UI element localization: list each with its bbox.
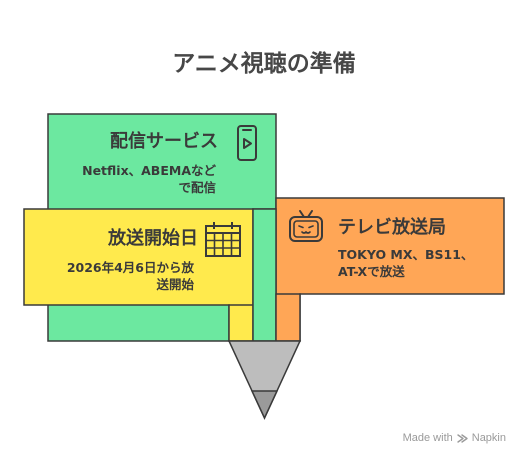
pencil-tip — [227, 340, 302, 420]
broadcast-start-card-desc: 2026年4月6日から放 送開始 — [34, 259, 194, 293]
pencil-strip-green — [252, 208, 277, 342]
broadcast-start-card-desc-line1: 2026年4月6日から放 — [66, 260, 194, 275]
pencil-strip-yellow — [228, 304, 254, 342]
tv-icon — [289, 210, 323, 242]
tv-station-card-title: テレビ放送局 — [338, 217, 446, 238]
streaming-card-desc: Netflix、ABEMAなど で配信 — [56, 162, 216, 196]
watermark-brand: Napkin — [471, 432, 506, 444]
broadcast-start-card-desc-line2: 送開始 — [156, 277, 194, 292]
napkin-logo-icon — [457, 433, 468, 443]
streaming-card-desc-line2: で配信 — [178, 180, 216, 195]
broadcast-start-card-title: 放送開始日 — [108, 228, 198, 249]
page-title: アニメ視聴の準備 — [172, 51, 356, 77]
made-with-napkin-watermark: Made with Napkin — [403, 432, 506, 444]
smartphone-play-icon — [237, 125, 257, 161]
tv-station-card-desc-line2: AT-Xで放送 — [338, 264, 405, 279]
watermark-prefix: Made with — [402, 432, 453, 444]
tv-station-card-desc-line1: TOKYO MX、BS11、 — [338, 247, 474, 262]
streaming-card-title: 配信サービス — [110, 131, 218, 152]
pencil-strip-orange — [275, 293, 301, 342]
calendar-icon — [205, 222, 241, 257]
tv-station-card-desc: TOKYO MX、BS11、 AT-Xで放送 — [338, 246, 498, 280]
pencil-tip-lead — [250, 390, 279, 420]
streaming-card-desc-line1: Netflix、ABEMAなど — [82, 163, 216, 178]
